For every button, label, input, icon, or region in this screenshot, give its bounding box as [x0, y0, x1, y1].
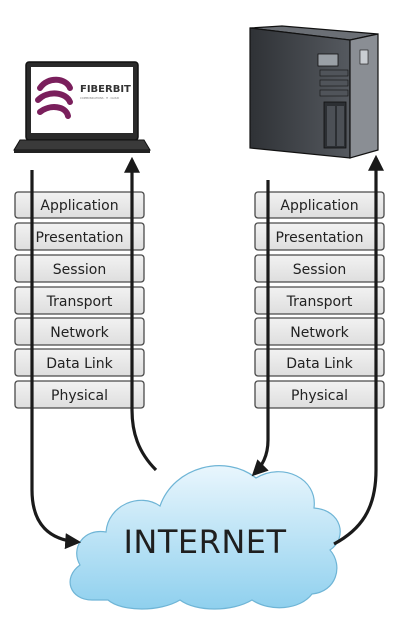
- right-layer-application: Application: [254, 191, 385, 219]
- laptop: FIBERBIT COMMUNICATIONS · IT · CLOUD: [13, 61, 151, 153]
- right-layer-label: Network: [290, 325, 349, 341]
- arrow-internet-to-laptop: [124, 156, 158, 472]
- right-layer-transport: Transport: [254, 286, 385, 315]
- left-layer-label: Application: [40, 198, 118, 214]
- left-layer-session: Session: [14, 254, 145, 283]
- right-osi-stack: Application Presentation Session Transpo…: [254, 191, 385, 409]
- left-osi-stack: Application Presentation Session Transpo…: [14, 191, 145, 409]
- left-layer-transport: Transport: [14, 286, 145, 315]
- left-layer-label: Presentation: [36, 230, 124, 246]
- internet-cloud: INTERNET: [69, 465, 341, 610]
- left-layer-label: Network: [50, 325, 109, 341]
- laptop-tagline: COMMUNICATIONS · IT · CLOUD: [80, 96, 119, 100]
- right-layer-label: Physical: [291, 388, 348, 404]
- left-layer-presentation: Presentation: [14, 222, 145, 251]
- right-layer-presentation: Presentation: [254, 222, 385, 251]
- right-layer-data-link: Data Link: [254, 348, 385, 377]
- right-layer-label: Application: [280, 198, 358, 214]
- left-layer-physical: Physical: [14, 380, 145, 409]
- left-layer-label: Session: [53, 262, 106, 278]
- right-layer-label: Transport: [286, 294, 353, 310]
- left-layer-label: Data Link: [46, 356, 113, 372]
- left-layer-label: Physical: [51, 388, 108, 404]
- server: [249, 25, 379, 159]
- fiberbit-logo-icon: [35, 76, 73, 119]
- right-layer-session: Session: [254, 254, 385, 283]
- laptop-brand: FIBERBIT: [80, 84, 131, 95]
- right-layer-physical: Physical: [254, 380, 385, 409]
- right-layer-label: Presentation: [276, 230, 364, 246]
- left-layer-label: Transport: [46, 294, 113, 310]
- right-layer-label: Session: [293, 262, 346, 278]
- right-layer-label: Data Link: [286, 356, 353, 372]
- internet-label: INTERNET: [123, 523, 286, 561]
- arrow-internet-to-server: [333, 154, 384, 546]
- right-layer-network: Network: [254, 317, 385, 346]
- left-layer-application: Application: [14, 191, 145, 219]
- arrow-server-to-internet: [251, 180, 270, 477]
- left-layer-data-link: Data Link: [14, 348, 145, 377]
- arrow-laptop-to-internet: [30, 170, 82, 550]
- left-layer-network: Network: [14, 317, 145, 346]
- data-flow-arrows: [30, 154, 384, 550]
